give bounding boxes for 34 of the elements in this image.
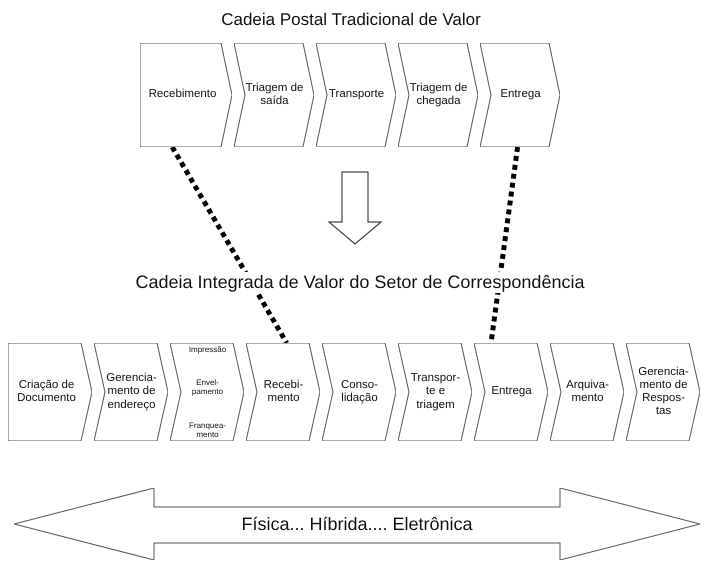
- chevron-step: [94, 343, 168, 441]
- diagram-title: Cadeia Postal Tradicional de Valor: [220, 10, 482, 30]
- chevron-step: [480, 43, 560, 147]
- chevron-step: [140, 43, 232, 147]
- double-arrow: [14, 488, 700, 560]
- step-label: Arquiva- mento: [565, 378, 610, 406]
- chevron-step: [398, 343, 472, 441]
- chevron-step: [322, 343, 396, 441]
- step-label: Recebimento: [148, 88, 216, 102]
- dotted-connector: [170, 146, 289, 344]
- step-label: Entrega: [500, 88, 541, 102]
- step-label: Transpor- te e triagem: [410, 372, 462, 412]
- chevron-step: [474, 343, 548, 441]
- step-label: Conso- lidação: [340, 378, 380, 406]
- step-label: Envel- pamento: [190, 378, 224, 397]
- step-label: Impressão: [188, 345, 226, 354]
- step-label: Franquea- mento: [188, 420, 227, 439]
- chevron-step: [246, 343, 320, 441]
- chevron-step: [626, 343, 700, 441]
- step-label: Criação de Documento: [16, 378, 77, 406]
- step-label: Gerencia- mento de endereço: [105, 372, 158, 412]
- chevron-step: [550, 343, 624, 441]
- step-label: Recebi- mento: [262, 378, 304, 406]
- chevron-step: [170, 343, 244, 441]
- chevron-step: [398, 43, 478, 147]
- chevron-step: [234, 43, 314, 147]
- chevron-step: [316, 43, 396, 147]
- step-label: Transporte: [328, 88, 384, 102]
- chevron-step: [8, 343, 92, 441]
- step-label: Triagem de saída: [245, 82, 304, 108]
- arrow-label: Física... Híbrida.... Eletrônica: [241, 514, 473, 534]
- step-label: Entrega: [491, 385, 532, 399]
- step-label: Gerencia- mento de Respos- tas: [637, 366, 690, 418]
- step-label: Triagem de chegada: [409, 82, 468, 108]
